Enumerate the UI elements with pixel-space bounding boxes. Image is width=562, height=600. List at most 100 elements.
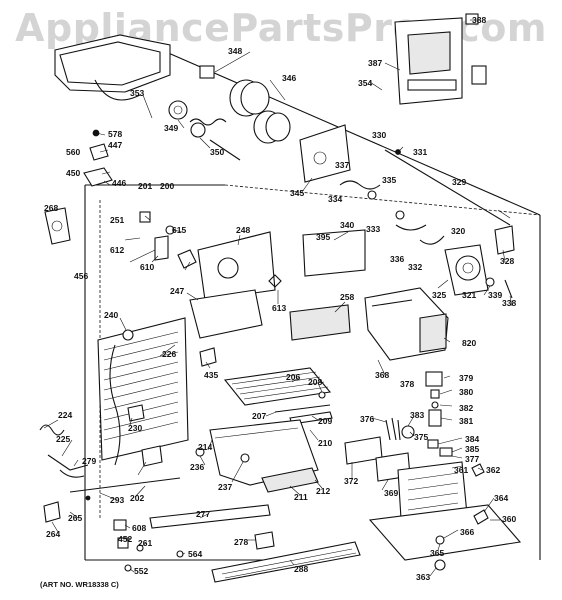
part-label: 345: [290, 188, 304, 198]
part-label: 361: [454, 465, 468, 475]
part-label: 224: [58, 410, 72, 420]
part-label: 201: [138, 181, 152, 191]
part-label: 354: [358, 78, 372, 88]
toe-grille-part: [211, 531, 361, 583]
part-label: 325: [432, 290, 446, 300]
part-label: 369: [384, 488, 398, 498]
auger-assembly-part: [199, 65, 291, 144]
part-label: 339: [488, 290, 502, 300]
part-label: 248: [236, 225, 250, 235]
part-label: 261: [138, 538, 152, 548]
ice-bucket-part: [54, 34, 171, 101]
part-label: 387: [368, 58, 382, 68]
part-label: 452: [118, 534, 132, 544]
part-label: 230: [128, 423, 142, 433]
part-label: 211: [294, 492, 308, 502]
part-label: 379: [459, 373, 473, 383]
part-label: 615: [172, 225, 186, 235]
part-label: 362: [486, 465, 500, 475]
ice-maker-linkage: [299, 124, 511, 245]
part-label: 321: [462, 290, 476, 300]
part-label: 382: [459, 403, 473, 413]
ice-maker-motor: [444, 225, 515, 299]
part-label: 279: [82, 456, 96, 466]
part-label: 264: [46, 529, 60, 539]
part-label: 381: [459, 416, 473, 426]
part-label: 560: [66, 147, 80, 157]
part-label: 360: [502, 514, 516, 524]
part-label: 610: [140, 262, 154, 272]
part-label: 335: [382, 175, 396, 185]
part-label: 450: [66, 168, 80, 178]
part-label: 383: [410, 410, 424, 420]
gear-spring-part: [168, 100, 241, 161]
leader-lines: [43, 19, 513, 577]
part-label: 277: [196, 509, 210, 519]
part-label: 446: [112, 178, 126, 188]
part-label: 608: [132, 523, 146, 533]
defrost-control-parts: [385, 371, 453, 457]
part-label: 612: [110, 245, 124, 255]
part-label: 378: [400, 379, 414, 389]
part-label: 340: [340, 220, 354, 230]
part-label: 202: [130, 493, 144, 503]
part-label: 435: [204, 370, 218, 380]
part-label: 353: [130, 88, 144, 98]
part-label: 613: [272, 303, 286, 313]
part-label: 348: [228, 46, 242, 56]
part-label: 447: [108, 140, 122, 150]
part-label: 820: [462, 338, 476, 348]
lower-bracket-part: [127, 404, 163, 467]
part-label: 372: [344, 476, 358, 486]
dispenser-door-part: [394, 13, 487, 105]
part-label: 332: [408, 262, 422, 272]
evaporator-liner: [97, 317, 189, 466]
part-label: 350: [210, 147, 224, 157]
part-label: 225: [56, 434, 70, 444]
base-rail-assembly: [113, 504, 271, 572]
part-label: 377: [465, 454, 479, 464]
part-label: 208: [308, 377, 322, 387]
part-label: 552: [134, 566, 148, 576]
drain-pan-assembly: [368, 461, 522, 571]
part-label: 395: [316, 232, 330, 242]
part-label: 336: [390, 254, 404, 264]
ice-maker-module: [364, 287, 449, 361]
part-label: 376: [360, 414, 374, 424]
part-label: 240: [104, 310, 118, 320]
part-label: 456: [74, 271, 88, 281]
part-label: 385: [465, 444, 479, 454]
part-label: 237: [218, 482, 232, 492]
part-label: 258: [340, 292, 354, 302]
part-label: 564: [188, 549, 202, 559]
part-label: 226: [162, 349, 176, 359]
part-label: 278: [234, 537, 248, 547]
part-label: 338: [502, 298, 516, 308]
part-label: 268: [44, 203, 58, 213]
drain-heater-part: [39, 424, 89, 478]
part-label: 333: [366, 224, 380, 234]
part-label: 247: [170, 286, 184, 296]
art-number: (ART NO. WR18338 C): [40, 580, 119, 589]
part-label: 337: [335, 160, 349, 170]
part-label: 388: [472, 15, 486, 25]
part-label: 293: [110, 495, 124, 505]
thermostat-part: [44, 207, 71, 245]
part-number-labels: 388 387 354 348 346 353 349 350 578 447 …: [44, 15, 516, 582]
relay-compressor-parts: [344, 436, 485, 482]
part-label: 363: [416, 572, 430, 582]
part-label: 265: [68, 513, 82, 523]
part-label: 209: [318, 416, 332, 426]
part-label: 200: [160, 181, 174, 191]
crisper-pan: [195, 419, 319, 493]
part-label: 331: [413, 147, 427, 157]
shelf-assembly: [223, 367, 333, 425]
part-label: 207: [252, 411, 266, 421]
control-parts-cluster: [139, 211, 197, 269]
part-label: 578: [108, 129, 122, 139]
part-label: 288: [294, 564, 308, 574]
part-label: 364: [494, 493, 508, 503]
clip-part: [199, 347, 217, 367]
evaporator-cover-part: [189, 231, 282, 339]
